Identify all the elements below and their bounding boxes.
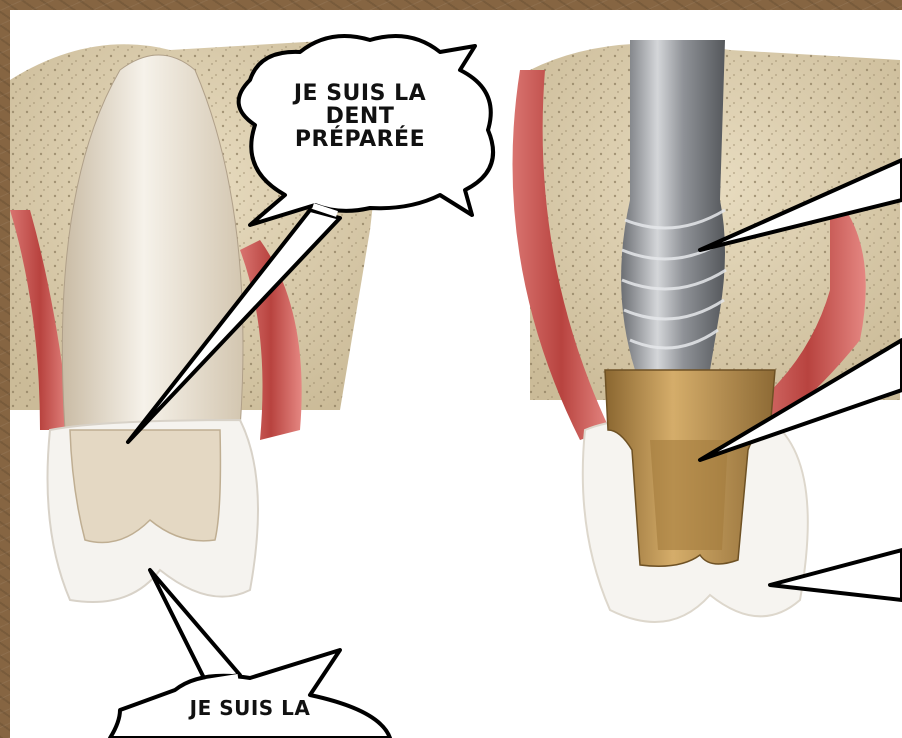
bubble-line-3: préparée	[245, 128, 475, 151]
bubble-text-top-left: Je suis la dent préparée	[245, 82, 475, 151]
bubble-line-1: Je suis la	[160, 698, 340, 719]
right-implant-illustration	[513, 40, 901, 622]
bubble-line-2: dent	[245, 105, 475, 128]
bubble-text-bottom-left: Je suis la	[160, 698, 340, 719]
bubble-line-1: Je suis la	[245, 82, 475, 105]
implant-body	[621, 40, 725, 370]
illustration-panel: Je suis la dent préparée Je suis la	[10, 10, 902, 738]
